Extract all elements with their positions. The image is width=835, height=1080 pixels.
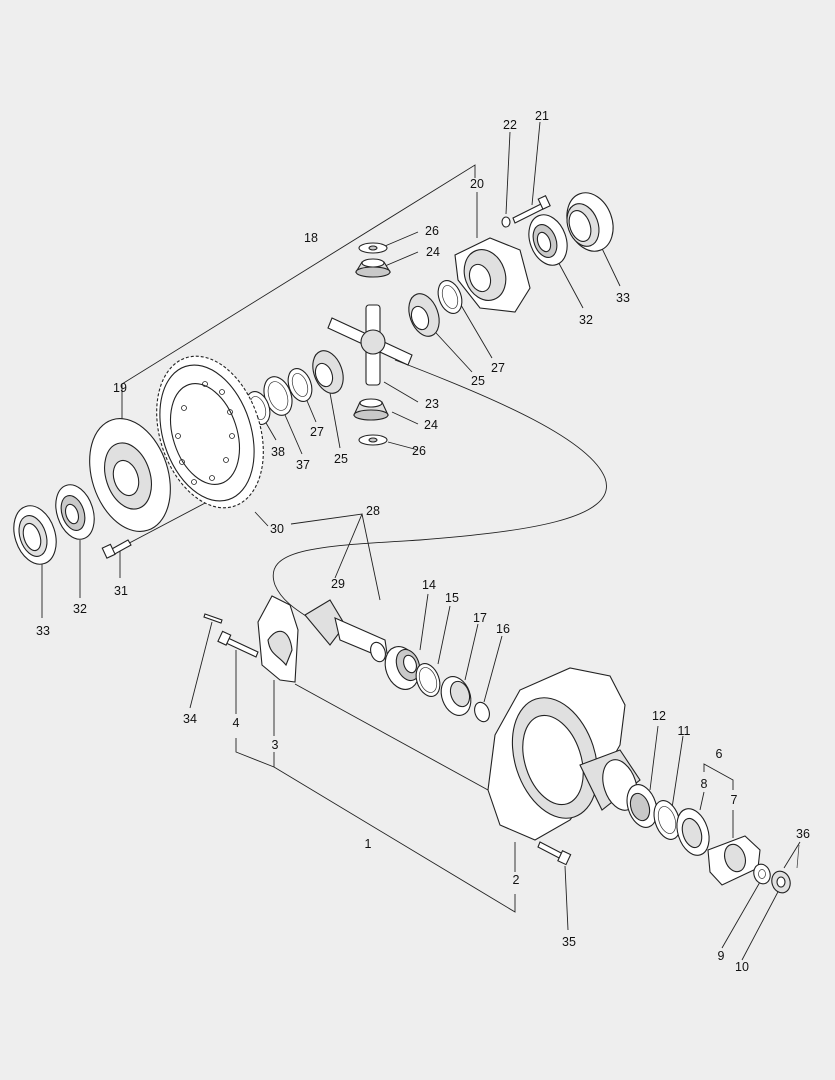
callout-36: 36: [796, 827, 810, 841]
callout-11: 11: [678, 724, 691, 738]
part-30-ring-gear: [156, 355, 264, 509]
part-14-pinion-bearing: [384, 646, 421, 690]
part-25-upper-side-gear: [408, 293, 440, 337]
callout-25-lower: 25: [334, 452, 348, 466]
part-10-nut: [771, 870, 791, 894]
part-21-bolt: [512, 195, 551, 224]
part-24-bottom-pinion-gear: [353, 398, 389, 421]
part-31-bolt: [101, 539, 132, 559]
callout-26-bottom: 26: [412, 444, 426, 458]
callout-10: 10: [735, 960, 749, 974]
callout-20: 20: [470, 177, 484, 191]
callout-34: 34: [183, 712, 197, 726]
part-11-spacer-ring: [653, 800, 681, 840]
part-29-drive-pinion: [304, 599, 389, 663]
callout-19: 19: [113, 381, 127, 395]
part-19-differential-case-flange-half: [89, 418, 171, 532]
callout-3: 3: [272, 738, 279, 752]
callout-7: 7: [731, 793, 738, 807]
part-15-snap-ring: [415, 663, 441, 697]
part-34-dowel-pin: [203, 613, 223, 624]
callout-16: 16: [496, 622, 510, 636]
part-36-cotter-pin: [796, 844, 800, 869]
part-32-upper-bearing: [528, 214, 568, 266]
callout-33-lower: 33: [36, 624, 50, 638]
part-33-upper-adjusting-ring: [566, 192, 614, 252]
callout-1: 1: [365, 837, 372, 851]
callout-24-bottom: 24: [424, 418, 438, 432]
callout-32-upper: 32: [579, 313, 593, 327]
part-26-top-thrust-washer: [358, 242, 388, 254]
part-24-top-pinion-gear: [355, 258, 391, 278]
callout-26-top: 26: [425, 224, 439, 238]
callout-9: 9: [718, 949, 725, 963]
callout-8: 8: [701, 777, 708, 791]
callout-4: 4: [233, 716, 240, 730]
callout-27-lower: 27: [310, 425, 324, 439]
callout-labels: 1 2 3 4 6 7 8 9 10 11 12 14 15 16 17 18 …: [36, 109, 810, 974]
callout-30: 30: [270, 522, 284, 536]
callout-33-upper: 33: [616, 291, 630, 305]
part-2-carrier-housing: [487, 667, 641, 841]
callout-6: 6: [716, 747, 723, 761]
callout-31: 31: [114, 584, 128, 598]
part-35-bolt: [537, 841, 572, 866]
part-7-companion-flange: [707, 835, 761, 886]
part-20-differential-case-half: [454, 237, 531, 313]
callout-18: 18: [304, 231, 318, 245]
callout-38: 38: [271, 445, 285, 459]
callout-29: 29: [331, 577, 345, 591]
callout-28: 28: [366, 504, 380, 518]
part-3-bearing-cap: [257, 595, 299, 683]
callout-32-lower: 32: [73, 602, 87, 616]
part-16-ring: [474, 701, 490, 723]
callout-2: 2: [513, 873, 520, 887]
part-12-pinion-outer-bearing: [626, 784, 658, 828]
callout-23: 23: [425, 397, 439, 411]
part-8-oil-seal: [676, 808, 710, 856]
callout-22: 22: [503, 118, 517, 132]
callout-12: 12: [652, 709, 666, 723]
part-17-bearing-cup: [440, 676, 472, 716]
callout-21: 21: [535, 109, 549, 123]
callout-27-upper: 27: [491, 361, 505, 375]
callout-35: 35: [562, 935, 576, 949]
callout-15: 15: [445, 591, 459, 605]
part-22-washer: [501, 216, 511, 228]
ring-gear-bolt-holes: [175, 381, 235, 485]
callout-17: 17: [473, 611, 487, 625]
callout-25-upper: 25: [471, 374, 485, 388]
callout-24-top: 24: [426, 245, 440, 259]
part-23-spider: [327, 304, 413, 386]
part-33-lower-adjusting-ring: [13, 505, 57, 565]
part-4-bolt: [217, 630, 259, 658]
part-27-upper-thrust-washer: [437, 280, 463, 314]
part-26-bottom-thrust-washer: [358, 434, 388, 446]
part-25-lower-side-gear: [312, 350, 344, 394]
part-32-lower-bearing: [55, 484, 95, 540]
callout-14: 14: [422, 578, 436, 592]
callout-37: 37: [296, 458, 310, 472]
part-9-washer: [753, 863, 771, 885]
